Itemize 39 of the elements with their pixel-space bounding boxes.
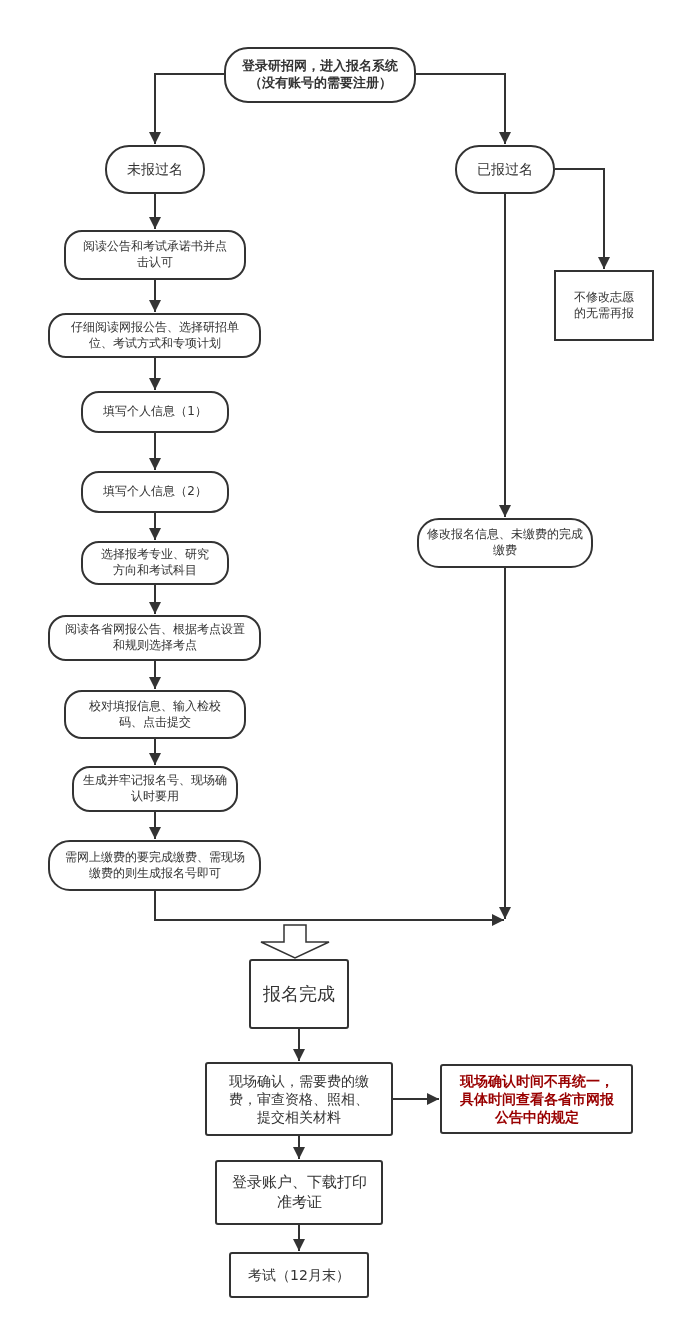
arrow [149,512,161,541]
process-box: 填写个人信息（2） [81,471,229,513]
block-arrow [260,924,330,959]
arrow [554,168,610,270]
process-box: 报名完成 [249,959,349,1029]
arrow [149,279,161,313]
start-box: 登录研招网，进入报名系统（没有账号的需要注册） [224,47,416,103]
process-box: 需网上缴费的要完成缴费、需现场缴费的则生成报名号即可 [48,840,261,891]
arrow [392,1093,440,1105]
process-box: 仔细阅读网报公告、选择研招单位、考试方式和专项计划 [48,313,261,358]
process-box: 阅读公告和考试承诺书并点击认可 [64,230,246,280]
arrow [415,73,511,145]
process-box: 修改报名信息、未缴费的完成缴费 [417,518,593,568]
process-box: 登录账户、下载打印准考证 [215,1160,383,1225]
arrow [149,432,161,471]
arrow [149,738,161,766]
process-box: 已报过名 [455,145,555,194]
arrow [149,660,161,690]
process-box: 校对填报信息、输入检校码、点击提交 [64,690,246,739]
arrow [149,811,161,840]
arrow [293,1028,305,1062]
process-box: 生成并牢记报名号、现场确认时要用 [72,766,238,812]
arrow [293,1224,305,1252]
arrow [499,193,511,518]
arrow [154,890,505,926]
process-box: 选择报考专业、研究方向和考试科目 [81,541,229,585]
arrow [149,584,161,615]
process-box: 考试（12月末） [229,1252,369,1298]
note-box: 不修改志愿的无需再报 [554,270,654,341]
arrow [293,1135,305,1160]
process-box: 现场确认，需要费的缴费，审查资格、照相、提交相关材料 [205,1062,393,1136]
arrow [149,357,161,391]
arrow [149,193,161,230]
process-box: 未报过名 [105,145,205,194]
process-box: 阅读各省网报公告、根据考点设置和规则选择考点 [48,615,261,661]
arrow [499,567,511,920]
note-box: 现场确认时间不再统一，具体时间查看各省市网报公告中的规定 [440,1064,633,1134]
arrow [149,73,225,145]
process-box: 填写个人信息（1） [81,391,229,433]
